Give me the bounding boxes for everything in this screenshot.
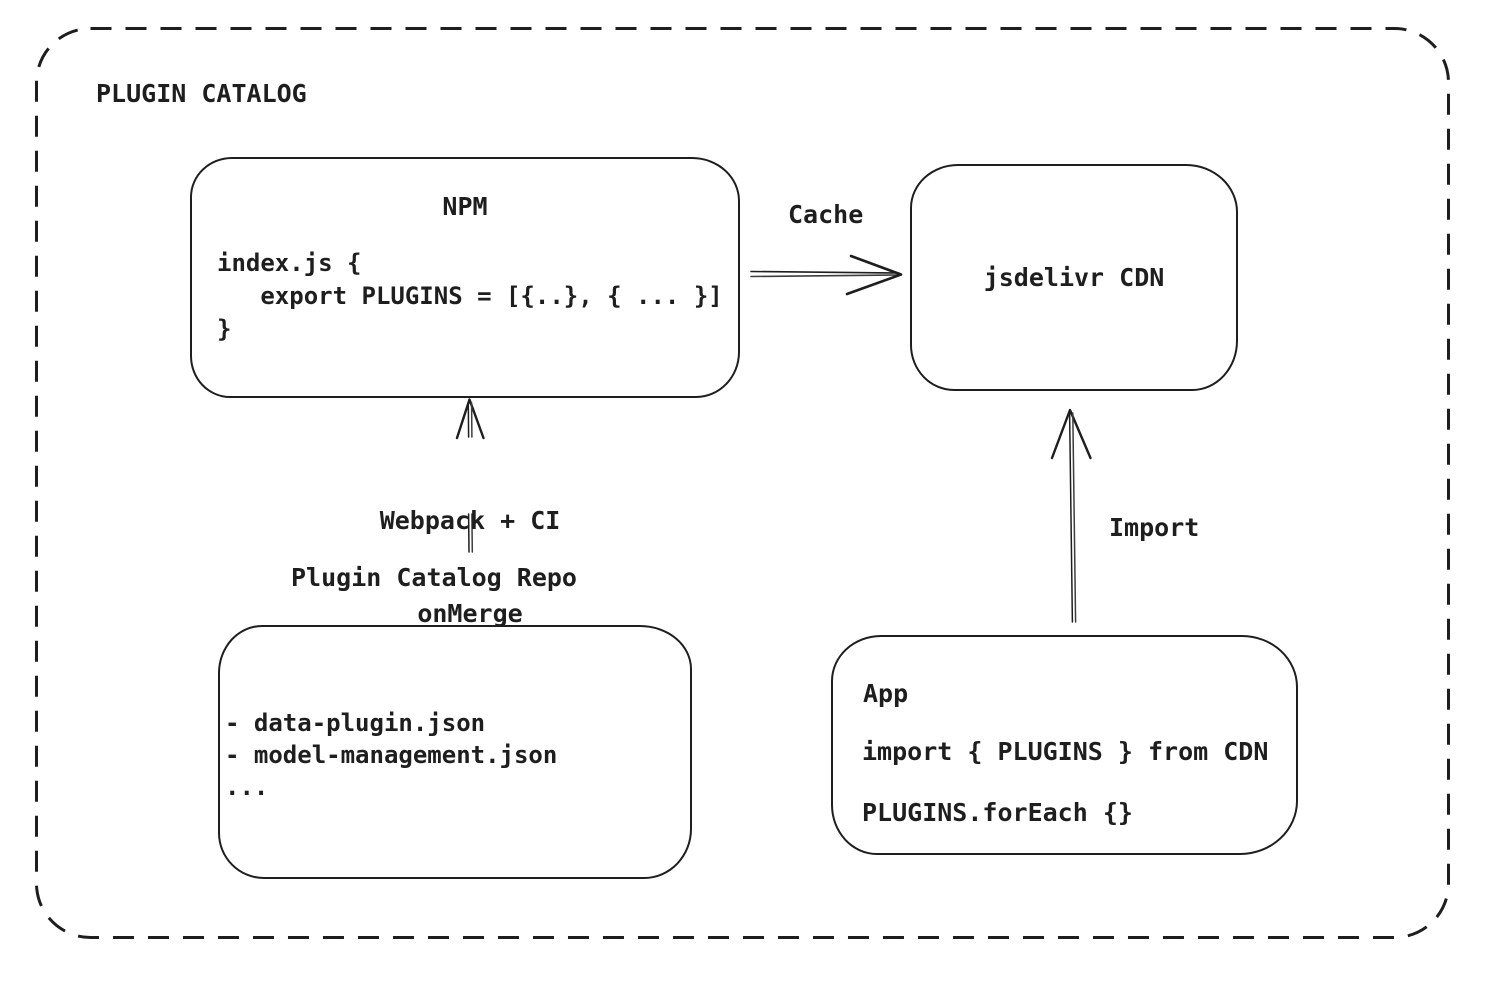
npm-code-snippet: index.js { export PLUGINS = [{..}, { ...… [217, 249, 723, 343]
cdn-node: jsdelivr CDN [910, 164, 1238, 391]
frame-dashed-border [35, 27, 1450, 939]
app-code-import-line: import { PLUGINS } from CDN [862, 737, 1269, 766]
build-arrow-label-line2: onMerge [417, 599, 523, 628]
cdn-node-title: jsdelivr CDN [983, 263, 1165, 292]
import-arrow [1050, 408, 1092, 623]
repo-node: - data-plugin.json - model-management.js… [218, 625, 692, 879]
build-arrow-label-line1: Webpack + CI [379, 506, 561, 535]
frame-title: PLUGIN CATALOG [96, 79, 307, 108]
npm-node-title: NPM [442, 192, 488, 221]
repo-file-item: - data-plugin.json [225, 709, 486, 737]
repo-file-item-ellipsis: ... [225, 773, 269, 801]
repo-file-item: - model-management.json [225, 741, 558, 769]
build-arrow [455, 398, 485, 553]
app-node: App import { PLUGINS } from CDN PLUGINS.… [831, 635, 1298, 855]
app-code-foreach-line: PLUGINS.forEach {} [862, 798, 1133, 827]
app-node-title: App [863, 679, 909, 708]
npm-node: NPM index.js { export PLUGINS = [{..}, {… [190, 157, 740, 398]
cache-arrow-label: Cache [788, 200, 864, 229]
import-arrow-label: Import [1109, 513, 1200, 542]
cache-arrow [750, 254, 903, 296]
build-arrow-label: Webpack + CI onMerge [320, 443, 620, 691]
repo-node-title: Plugin Catalog Repo [291, 563, 577, 592]
